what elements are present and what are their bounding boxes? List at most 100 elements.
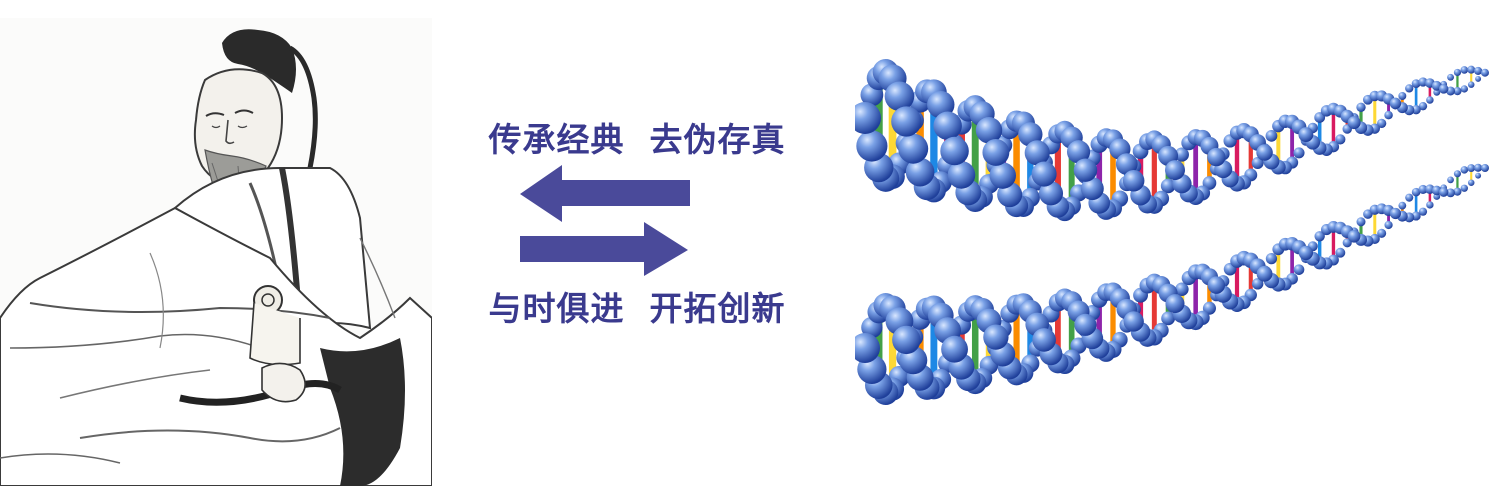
dna-backbone-bead-upper [905,157,935,187]
arrow-left-icon [520,165,690,222]
dna-backbone-bead-lower [1418,184,1428,195]
dna-backbone-bead-lower [1411,187,1421,197]
dna-backbone-bead-upper [1438,84,1449,94]
dna-backbone-bead-upper [1467,81,1475,88]
dna-backbone-bead-upper [1356,102,1366,112]
dna-backbone-bead-upper [1453,68,1462,77]
exchange-panel: 传承经典 去伪存真 与时俱进 开拓创新 [432,0,842,497]
dna-backbone-bead-upper [1031,161,1057,187]
dna-backbone-bead-lower [1202,301,1216,315]
dna-backbone-bead-upper [1411,79,1421,89]
dna-backbone-bead-upper [1115,153,1138,175]
dna-backbone-bead-upper [891,106,922,137]
dna-backbone-bead-lower [1446,188,1456,198]
dna-backbone-bead-upper [947,161,976,189]
dna-backbone-bead-upper [1377,118,1387,129]
dna-backbone-bead-upper [940,136,969,166]
dna-backbone-bead-upper [1256,144,1273,161]
dna-backbone-bead-lower [1207,276,1226,294]
dna-helix-image [855,18,1495,438]
dna-backbone-bead-lower [1165,294,1185,314]
dna-backbone-bead-lower [1474,163,1483,172]
dna-backbone-bead-lower [1389,207,1402,219]
dna-backbone-bead-lower [1398,201,1407,210]
caption-top: 传承经典 去伪存真 [488,120,786,159]
dna-backbone-bead-lower [1481,164,1489,172]
dna-backbone-bead-lower [855,333,880,363]
dna-backbone-bead-lower [1460,166,1469,174]
dna-backbone-bead-lower [1377,228,1387,238]
caption-bottom: 与时俱进 开拓创新 [488,289,786,328]
dna-backbone-bead-upper [1066,140,1091,164]
dna-backbone-bead-upper [855,102,881,134]
dna-backbone-bead-upper [1122,169,1145,192]
dna-backbone-bead-lower [1356,217,1366,227]
dna-backbone-bead-upper [1398,92,1407,101]
dna-backbone-bead-upper [1160,178,1176,194]
dna-backbone-bead-upper [1251,157,1264,169]
dna-backbone-bead-upper [982,139,1010,166]
dna-backbone-bead-upper [1073,158,1098,182]
dna-backbone-bead-upper [1384,110,1393,120]
dna-backbone-bead-upper [884,81,915,112]
arrow-right-icon [520,222,688,276]
dna-backbone-bead-upper [1447,73,1454,81]
dna-backbone-bead-upper [1460,85,1469,93]
dna-backbone-bead-lower [1256,265,1273,282]
dna-backbone-bead-lower [1265,253,1278,265]
dna-backbone-bead-lower [1251,278,1264,290]
dna-backbone-bead-upper [1467,65,1476,74]
dna-backbone-bead-lower [1426,201,1434,209]
dna-backbone-bead-lower [1074,313,1097,336]
dna-backbone-bead-upper [1347,116,1361,130]
dna-backbone-bead-upper [1335,134,1346,145]
dna-backbone-bead-upper [1293,147,1305,159]
dna-backbone-bead-lower [1298,245,1314,261]
dna-backbone-bead-lower [1384,220,1393,230]
dna-backbone-bead-lower [1418,207,1428,216]
dna-backbone-bead-lower [1032,328,1056,352]
dna-backbone-bead-upper [1265,130,1278,142]
dna-backbone-bead-lower [1161,311,1176,326]
dna-backbone-bead-upper [989,162,1016,189]
dna-backbone-bead-upper [1038,181,1064,206]
dna-backbone-bead-lower [1438,187,1449,197]
dna-backbone-bead-upper [1298,127,1314,143]
dna-backbone-bead-lower [1467,179,1475,186]
dna-backbone-bead-upper [1165,160,1185,181]
dna-backbone-bead-upper [1389,97,1402,110]
dna-backbone-bead-lower [983,324,1009,350]
dna-backbone-bead-upper [1460,66,1469,74]
dna-backbone-bead-upper [975,117,1003,144]
dna-backbone-bead-upper [1080,177,1104,201]
dna-backbone-bead-upper [1475,75,1482,82]
scholar-portrait [0,18,432,486]
dna-backbone-bead-lower [1447,176,1454,184]
dna-backbone-bead-lower [1453,170,1462,178]
dna-backbone-bead-lower [1293,264,1305,275]
dna-backbone-bead-upper [933,111,962,140]
dna-backbone-bead-upper [1433,88,1441,96]
dna-backbone-bead-upper [1024,140,1050,166]
dna-backbone-bead-upper [1418,101,1428,111]
dna-backbone-bead-upper [1426,96,1434,104]
dna-backbone-bead-upper [1474,66,1483,75]
dna-backbone-bead-upper [1453,87,1462,96]
dna-backbone-bead-lower [1335,247,1346,258]
dna-backbone-bead-upper [927,90,955,119]
dna-backbone-bead-lower [1460,184,1468,192]
dna-backbone-bead-upper [1174,147,1189,162]
dna-backbone-bead-lower [1175,282,1189,296]
dna-backbone-bead-lower [1453,187,1462,196]
dna-backbone-bead-lower [1467,164,1476,173]
dna-backbone-bead-lower [1123,311,1144,332]
dna-backbone-bead-upper [856,130,888,162]
dna-backbone-bead-upper [1207,147,1226,167]
dna-backbone-bead-upper [1405,84,1414,93]
dna-backbone-bead-lower [1475,172,1482,179]
dna-backbone-bead-lower [1347,229,1361,243]
dna-backbone-bead-lower [1314,231,1325,242]
dna-backbone-bead-upper [898,133,929,164]
dna-backbone-bead-lower [892,325,921,355]
dna-backbone-bead-upper [1481,68,1489,77]
